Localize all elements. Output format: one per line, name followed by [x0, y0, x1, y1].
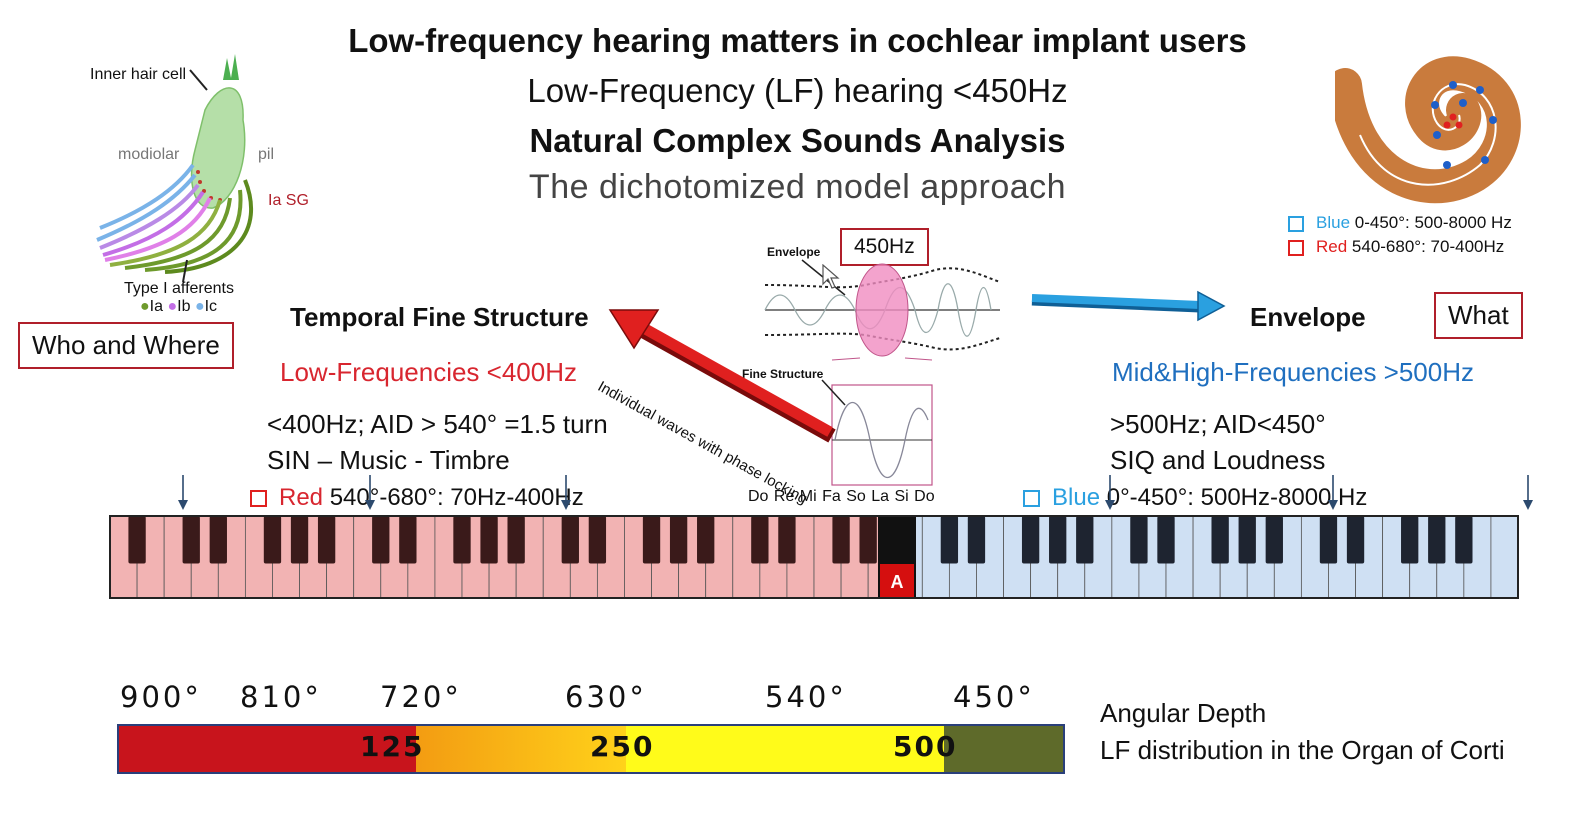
black-key: [1076, 516, 1093, 564]
inner-hair-cell-label: Inner hair cell: [90, 66, 186, 84]
lf-distribution-label: LF distribution in the Organ of Corti: [1100, 735, 1505, 766]
black-key: [210, 516, 227, 564]
black-key: [507, 516, 524, 564]
black-key: [1455, 516, 1472, 564]
black-key: [1157, 516, 1174, 564]
cochlea-spiral-illustration: [1335, 55, 1525, 215]
tfs-heading: Temporal Fine Structure: [290, 302, 589, 333]
octave-arrow-head: [365, 500, 375, 510]
envelope-heading: Envelope: [1250, 302, 1366, 333]
red-arrow-to-tfs: [600, 300, 850, 460]
who-and-where-box: Who and Where: [18, 322, 234, 369]
black-key: [941, 516, 958, 564]
black-key: [264, 516, 281, 564]
mid-high-frequencies-range: Mid&High-Frequencies >500Hz: [1112, 357, 1474, 388]
envelope-wave-label: Envelope: [767, 245, 820, 259]
black-key: [751, 516, 768, 564]
deg-450: 450°: [953, 680, 1035, 714]
black-key: [670, 516, 687, 564]
bar-segment-olive: [944, 726, 1063, 772]
scale-125: 125: [360, 730, 424, 763]
piano-keyboard: A: [108, 470, 1543, 605]
hair-cell-body: [192, 88, 245, 208]
black-key: [128, 516, 145, 564]
black-key: [859, 516, 876, 564]
zoom-ellipse: [856, 264, 908, 356]
black-key: [562, 516, 579, 564]
modiolar-label: modiolar: [118, 146, 179, 164]
zoom-line-right: [905, 358, 932, 360]
black-key: [1049, 516, 1066, 564]
black-key: [643, 516, 660, 564]
ia-sg-label: Ia SG: [268, 192, 309, 210]
blue-square-icon: [1288, 216, 1304, 232]
octave-arrow-head: [178, 500, 188, 510]
a-key-label: A: [891, 572, 904, 592]
octave-arrow-head: [1523, 500, 1533, 510]
black-key: [318, 516, 335, 564]
black-key: [399, 516, 416, 564]
black-key: [480, 516, 497, 564]
blue-arrow-to-envelope: [1028, 290, 1228, 326]
red-square-icon: [1288, 240, 1304, 256]
lf-aid-line: <400Hz; AID > 540° =1.5 turn: [267, 409, 608, 440]
black-key: [1347, 516, 1364, 564]
deg-540: 540°: [765, 680, 847, 714]
afferent-types-legend: ●Ia ●Ib ●Ic: [140, 298, 217, 316]
low-frequencies-range: Low-Frequencies <400Hz: [280, 357, 577, 388]
white-key: [1491, 516, 1518, 598]
hf-aid-line: >500Hz; AID<450°: [1110, 409, 1326, 440]
black-key: [968, 516, 985, 564]
black-key: [1266, 516, 1283, 564]
black-key: [1320, 516, 1337, 564]
inner-hair-cell-pointer: [190, 70, 207, 90]
black-key: [372, 516, 389, 564]
cochlea-legend-red: Red 540-680°: 70-400Hz: [1288, 237, 1504, 257]
black-key: [589, 516, 606, 564]
type-afferents-label: Type I afferents: [124, 280, 234, 298]
deg-900: 900°: [120, 680, 202, 714]
deg-630: 630°: [565, 680, 647, 714]
black-key: [453, 516, 470, 564]
black-key: [1022, 516, 1039, 564]
what-box: What: [1434, 292, 1523, 339]
pil-label: pil: [258, 146, 274, 164]
scale-500: 500: [893, 730, 957, 763]
black-key: [697, 516, 714, 564]
black-key: [1130, 516, 1147, 564]
black-key: [291, 516, 308, 564]
black-key: [832, 516, 849, 564]
mouse-cursor-icon: [822, 264, 840, 290]
stereocilia-shape: [223, 54, 239, 80]
octave-arrow-head: [561, 500, 571, 510]
black-key: [1428, 516, 1445, 564]
angular-depth-label: Angular Depth: [1100, 698, 1266, 729]
octave-arrow-head: [1328, 500, 1338, 510]
deg-720: 720°: [380, 680, 462, 714]
scale-250: 250: [590, 730, 654, 763]
cochlea-legend-blue: Blue 0-450°: 500-8000 Hz: [1288, 213, 1512, 233]
black-key: [1239, 516, 1256, 564]
black-key: [1401, 516, 1418, 564]
black-key: [1211, 516, 1228, 564]
blue-arrow-head: [1198, 292, 1224, 320]
black-key: [183, 516, 200, 564]
octave-arrow-head: [1105, 500, 1115, 510]
octave-arrows: [178, 475, 1533, 510]
black-key: [778, 516, 795, 564]
deg-810: 810°: [240, 680, 322, 714]
